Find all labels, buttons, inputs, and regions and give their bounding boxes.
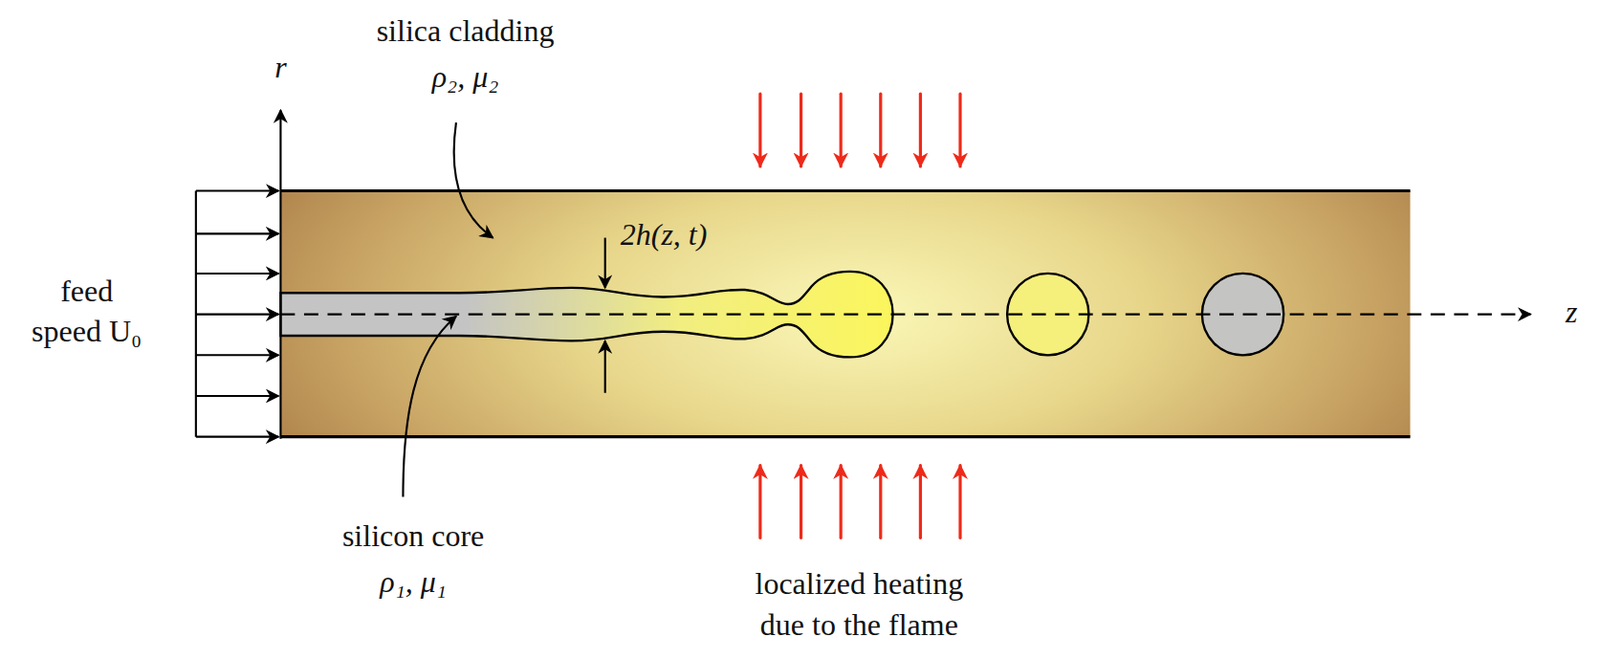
dimension-label: 2h(z, t) [620, 214, 708, 256]
material-label: silica cladding [376, 10, 555, 52]
heating-label: localized heating due to the flame [731, 563, 987, 645]
feed-label: feed speed U₀ [22, 270, 151, 352]
material-label: silicon core [342, 515, 484, 557]
axis-label: z [1565, 291, 1578, 333]
property-symbols: ρ₂, μ₂ [432, 56, 500, 98]
property-symbols: ρ₁, μ₁ [379, 561, 447, 603]
axis-label: r [274, 46, 286, 88]
